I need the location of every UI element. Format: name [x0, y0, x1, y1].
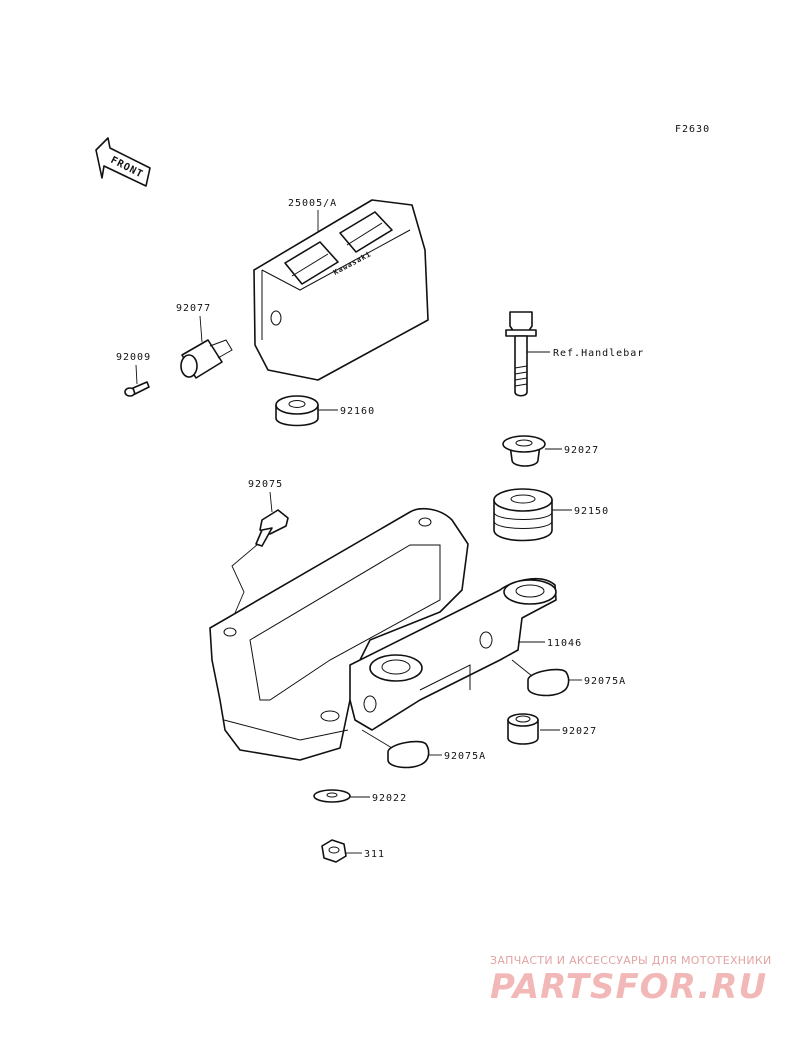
screw-part-92009 [124, 381, 150, 397]
sub-bracket-part-11046 [349, 577, 557, 731]
label-92075a-right: 92075A [584, 676, 626, 687]
meter-box-part: Kawasaki [253, 199, 429, 381]
collar-part-92027-top [502, 435, 546, 467]
label-92027-top: 92027 [564, 445, 599, 456]
label-92075: 92150 [574, 506, 609, 517]
label-92009: 92009 [116, 352, 151, 363]
damper-part-92075 [493, 488, 553, 542]
bolt-part-92150 [255, 509, 289, 547]
knob-part-92077 [180, 339, 233, 379]
watermark-tagline: ЗАПЧАСТИ И АКСЕССУАРЫ ДЛЯ МОТОТЕХНИКИ [490, 954, 772, 967]
label-92077: 92077 [176, 303, 211, 314]
bracket-plate-part [209, 507, 469, 761]
label-ref-handlebar: Ref.Handlebar [553, 348, 644, 359]
pad-part-92075a-left [361, 729, 430, 769]
figure-code: F2630 [675, 124, 710, 135]
grommet-part-92160 [275, 395, 319, 427]
label-92160: 92160 [340, 406, 375, 417]
label-311: 311 [364, 849, 385, 860]
washer-part-92022 [313, 789, 351, 803]
nut-part-311 [321, 839, 347, 863]
pad-part-92075a-right [511, 659, 570, 697]
label-92027-bottom: 92027 [562, 726, 597, 737]
watermark-brand: PARTSFOR.RU [490, 967, 767, 1007]
collar-part-92027-bottom [507, 713, 539, 745]
label-11046: 11046 [547, 638, 582, 649]
bolt-part-handlebar [505, 311, 537, 397]
label-25005a: 25005/A [288, 198, 337, 209]
label-92150: 92075 [248, 479, 283, 490]
label-92022: 92022 [372, 793, 407, 804]
front-arrow-icon: FRONT [95, 137, 151, 187]
label-92075a-left: 92075A [444, 751, 486, 762]
